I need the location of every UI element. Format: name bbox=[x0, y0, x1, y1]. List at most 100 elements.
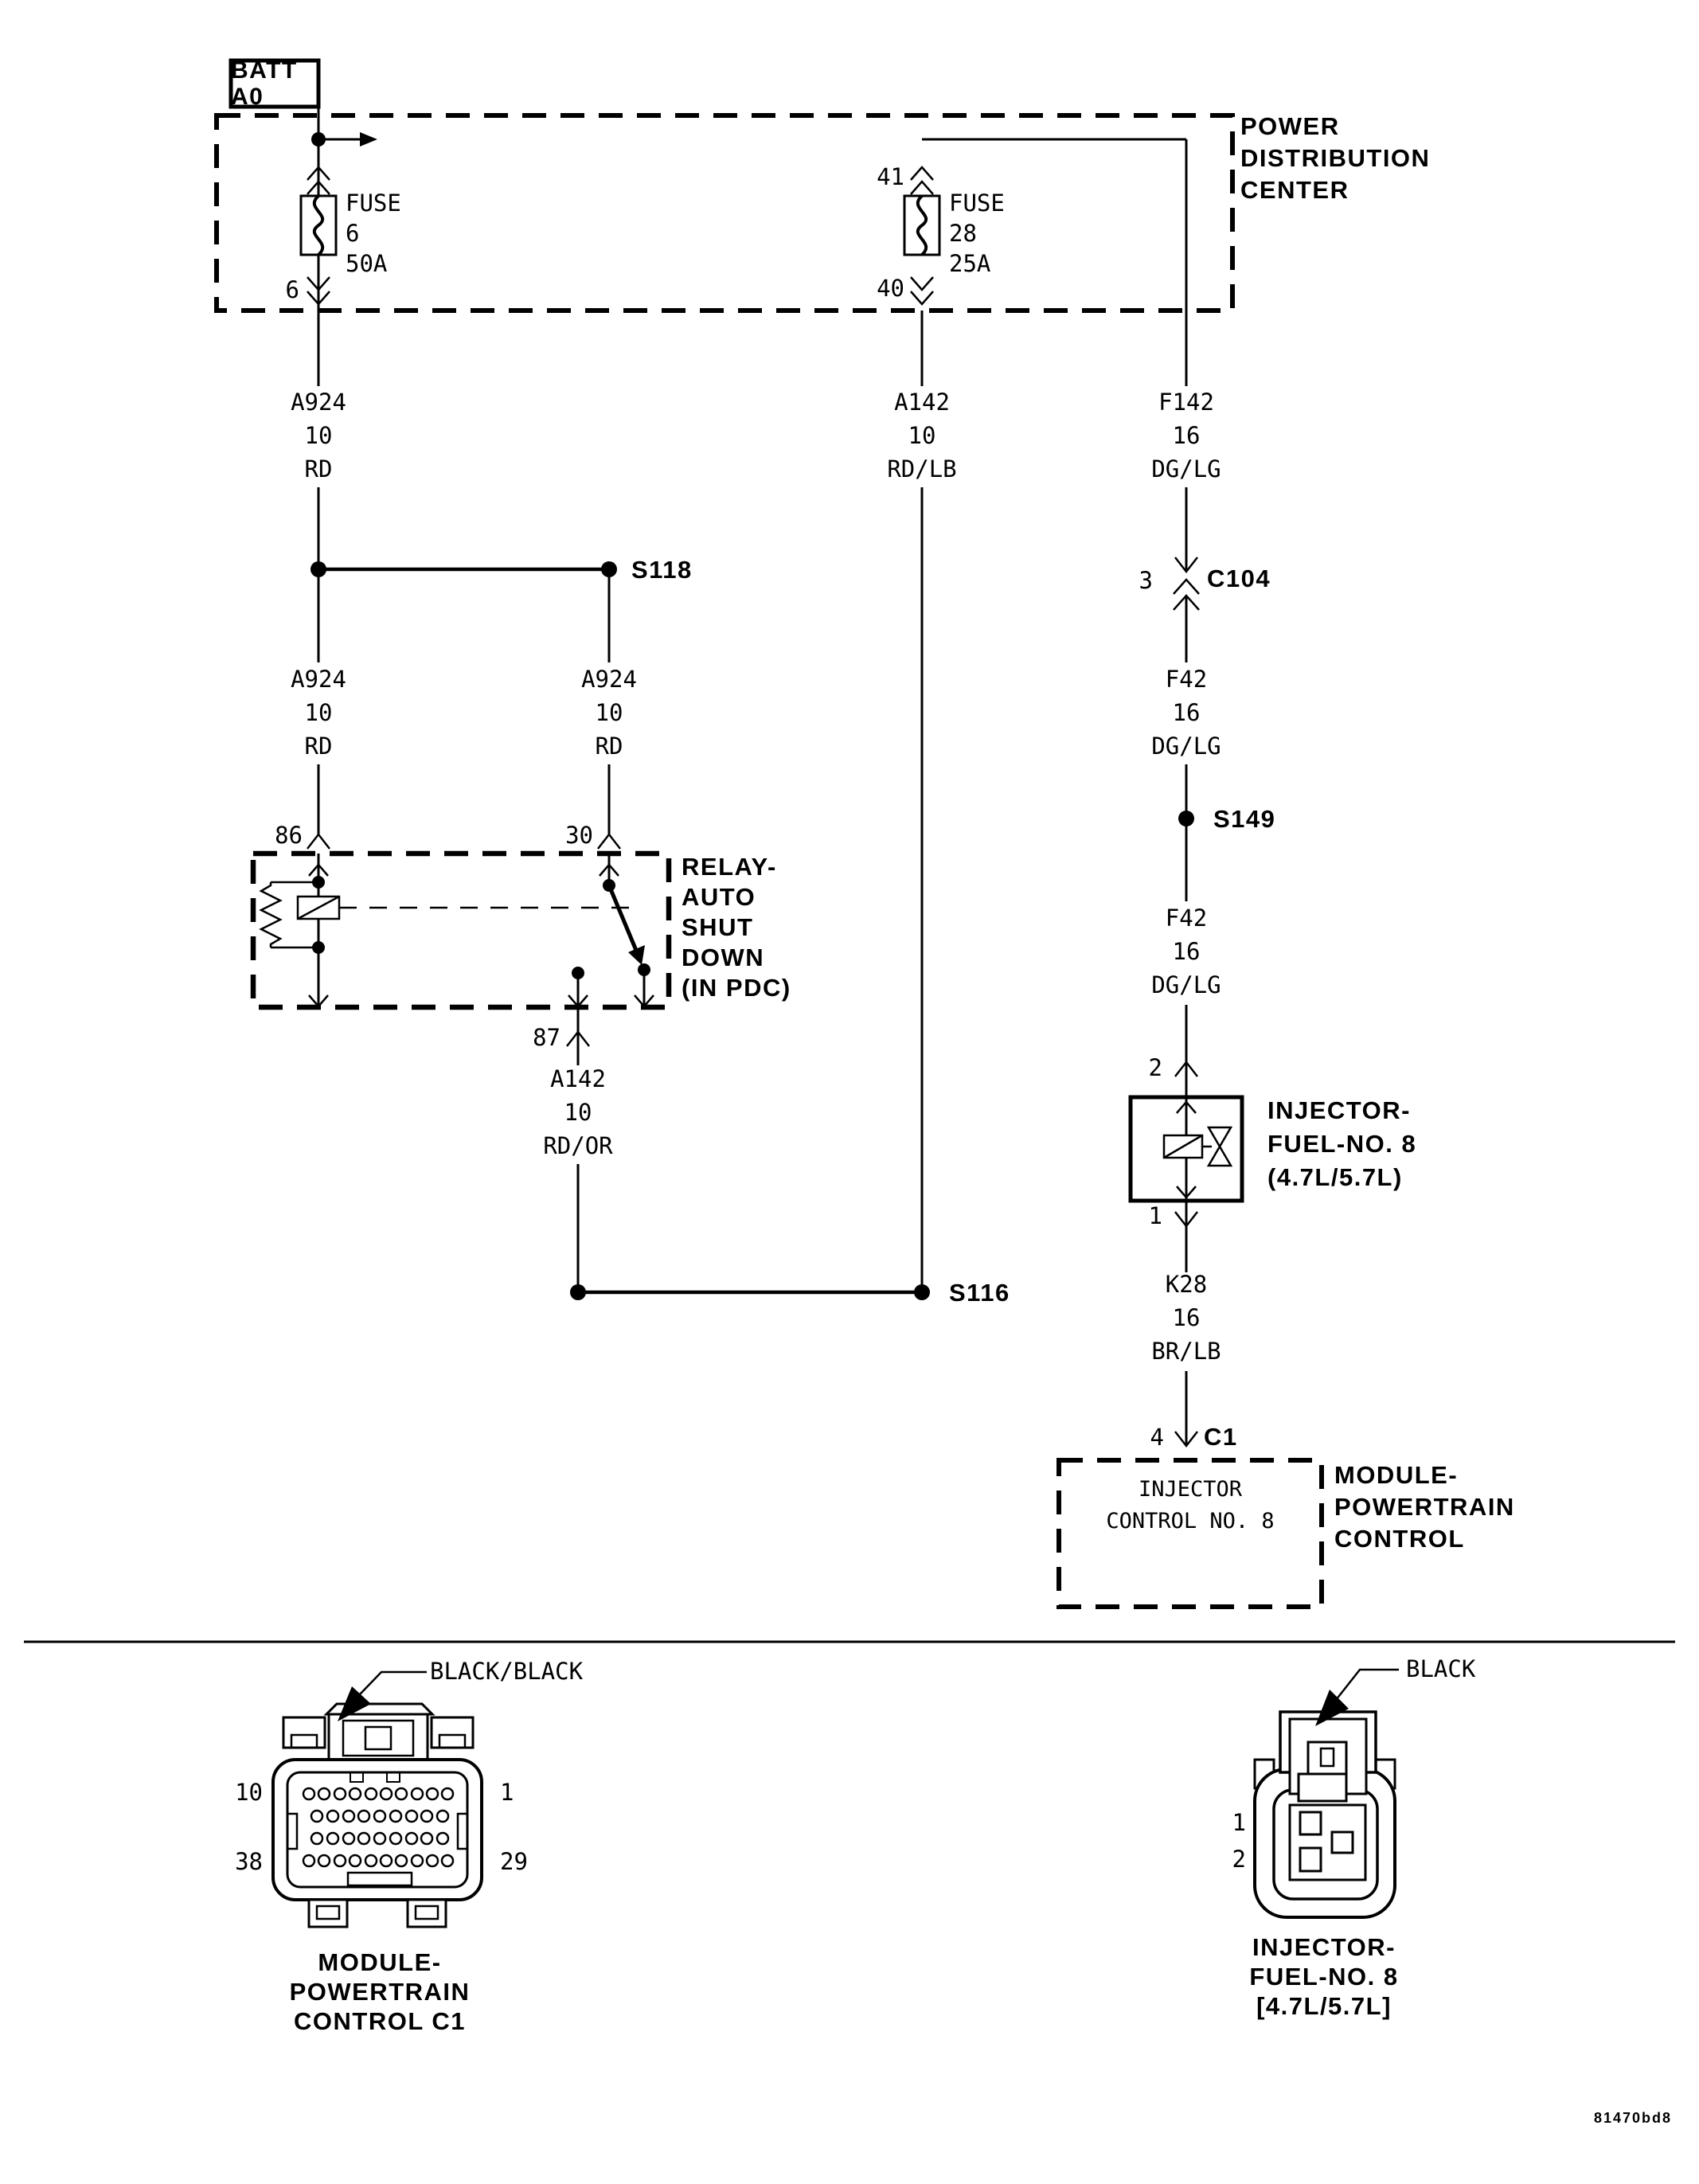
c1-label: C1 bbox=[1204, 1423, 1238, 1451]
wire-f42-u-color: DG/LG bbox=[1151, 733, 1221, 760]
wire-a924-b-color: RD bbox=[595, 733, 623, 760]
wire-lines bbox=[317, 107, 1188, 1446]
wire-a924-a-code: A924 bbox=[291, 666, 346, 693]
fuse28-pin-out: 40 bbox=[877, 275, 904, 302]
fuse-28-symbol bbox=[903, 194, 941, 256]
drawing-number: 81470bd8 bbox=[1594, 2110, 1673, 2126]
splice-s116-label: S116 bbox=[949, 1279, 1010, 1307]
relay-coil-resistor-icon bbox=[259, 882, 283, 947]
injector-pin-2: 2 bbox=[1148, 1054, 1162, 1081]
relay-dashed-box bbox=[250, 850, 672, 1010]
injector-name-line3: (4.7L/5.7L) bbox=[1267, 1163, 1403, 1191]
battery-feed-arrow bbox=[360, 132, 377, 147]
splice-dots bbox=[311, 132, 1194, 1300]
wire-f42-u-gauge: 16 bbox=[1172, 699, 1201, 726]
pcm-c1-pin-29: 29 bbox=[500, 1848, 528, 1875]
injector-name-line1: INJECTOR- bbox=[1267, 1096, 1412, 1124]
pdc-name-line3: CENTER bbox=[1240, 176, 1349, 204]
injector-internals bbox=[1162, 1097, 1233, 1201]
injector-conn-pin-1: 1 bbox=[1232, 1809, 1246, 1836]
pdc-name-line2: DISTRIBUTION bbox=[1240, 144, 1431, 172]
wire-f142-code: F142 bbox=[1158, 389, 1214, 416]
splice-s118-label: S118 bbox=[631, 556, 693, 584]
wire-f42-l-code: F42 bbox=[1165, 904, 1208, 932]
pcm-c1-caption-line1: MODULE- bbox=[318, 1948, 442, 1976]
wire-a924-main-gauge: 10 bbox=[304, 422, 333, 449]
injector-name-line2: FUEL-NO. 8 bbox=[1267, 1130, 1417, 1158]
fuse28-number: 28 bbox=[949, 220, 977, 247]
pcm-c1-caption-line3: CONTROL C1 bbox=[294, 2007, 466, 2035]
wire-a924-a-color: RD bbox=[304, 733, 333, 760]
pcm-inner-line1: INJECTOR bbox=[1138, 1477, 1243, 1502]
c104-label: C104 bbox=[1207, 565, 1271, 592]
fuse28-title: FUSE bbox=[949, 189, 1005, 217]
wire-k28-color: BR/LB bbox=[1151, 1338, 1221, 1365]
injector-conn-pin-2: 2 bbox=[1232, 1846, 1246, 1873]
pcm-inner-line2: CONTROL NO. 8 bbox=[1106, 1509, 1275, 1533]
wire-a924-b-gauge: 10 bbox=[595, 699, 623, 726]
pcm-c1-wire-color-label: BLACK/BLACK bbox=[430, 1658, 584, 1685]
fuse6-pin-out: 6 bbox=[285, 276, 299, 303]
injector-valve-icon bbox=[1206, 1126, 1233, 1149]
relay-pin-87: 87 bbox=[533, 1024, 560, 1051]
injector-pin-1: 1 bbox=[1148, 1202, 1162, 1229]
wire-k28-gauge: 16 bbox=[1172, 1304, 1201, 1331]
pcm-c1-pin-holes bbox=[302, 1787, 455, 1868]
pdc-dashed-box bbox=[214, 113, 1235, 313]
pcm-c1-pin-38: 38 bbox=[235, 1848, 263, 1875]
relay-name-line5: (IN PDC) bbox=[682, 974, 791, 1002]
pcm-dashed-box bbox=[1057, 1458, 1324, 1609]
wire-f42-u-code: F42 bbox=[1165, 666, 1208, 693]
wire-a924-a-gauge: 10 bbox=[304, 699, 333, 726]
c104-pin: 3 bbox=[1139, 567, 1153, 594]
fuse28-rating: 25A bbox=[949, 250, 991, 277]
relay-pin-86: 86 bbox=[275, 822, 303, 849]
black-black-leader-arrow-icon bbox=[338, 1670, 427, 1721]
wire-a142-code: A142 bbox=[894, 389, 950, 416]
relay-pin-30: 30 bbox=[565, 822, 593, 849]
fuse6-number: 6 bbox=[346, 220, 360, 247]
fuse28-pin-in: 41 bbox=[877, 163, 904, 190]
relay-name-line1: RELAY- bbox=[682, 853, 777, 881]
battery-feed-box bbox=[228, 58, 321, 109]
relay-name-line4: DOWN bbox=[682, 944, 765, 971]
fuse6-rating: 50A bbox=[346, 250, 388, 277]
battery-feed-label: BATT A0 bbox=[231, 57, 298, 110]
wire-a142-or-code: A142 bbox=[550, 1065, 606, 1092]
fuse-6-symbol bbox=[299, 194, 338, 256]
wire-a924-main-code: A924 bbox=[291, 389, 346, 416]
pcm-c1-pin-10: 10 bbox=[235, 1779, 263, 1806]
wire-k28-code: K28 bbox=[1165, 1271, 1208, 1298]
pcm-name-line3: CONTROL bbox=[1334, 1525, 1465, 1553]
injector-connector-view bbox=[1253, 1668, 1399, 1919]
wire-f142-gauge: 16 bbox=[1172, 422, 1201, 449]
wire-f42-l-gauge: 16 bbox=[1172, 938, 1201, 965]
relay-switch-arm-icon bbox=[607, 885, 639, 953]
wire-a142-gauge: 10 bbox=[908, 422, 936, 449]
wire-a142-or-color: RD/OR bbox=[543, 1132, 613, 1159]
wire-f142-color: DG/LG bbox=[1151, 455, 1221, 483]
injector-conn-caption-line2: FUEL-NO. 8 bbox=[1249, 1963, 1399, 1991]
wire-a142-or-gauge: 10 bbox=[564, 1099, 592, 1126]
wire-a142-color: RD/LB bbox=[887, 455, 957, 483]
black-leader-arrow-icon bbox=[1315, 1668, 1399, 1726]
c1-pin: 4 bbox=[1150, 1424, 1164, 1451]
pcm-name-line1: MODULE- bbox=[1334, 1461, 1459, 1489]
pcm-c1-caption-line2: POWERTRAIN bbox=[289, 1978, 471, 2006]
pcm-c1-connector-view bbox=[271, 1670, 483, 1928]
relay-name-line3: SHUT bbox=[682, 913, 754, 941]
wire-a924-b-code: A924 bbox=[581, 666, 637, 693]
pdc-name-line1: POWER bbox=[1240, 112, 1340, 140]
injector-conn-wire-color-label: BLACK bbox=[1406, 1655, 1476, 1682]
wire-a924-main-color: RD bbox=[304, 455, 333, 483]
injector-conn-caption-line1: INJECTOR- bbox=[1252, 1933, 1396, 1961]
fuse6-title: FUSE bbox=[346, 189, 401, 217]
splice-s149-label: S149 bbox=[1213, 805, 1276, 833]
pcm-name-line2: POWERTRAIN bbox=[1334, 1493, 1515, 1521]
connector-chevron-icons bbox=[307, 166, 1200, 1448]
relay-name-line2: AUTO bbox=[682, 883, 756, 911]
injector-conn-caption-line3: [4.7L/5.7L] bbox=[1256, 1992, 1392, 2020]
wire-f42-l-color: DG/LG bbox=[1151, 971, 1221, 998]
